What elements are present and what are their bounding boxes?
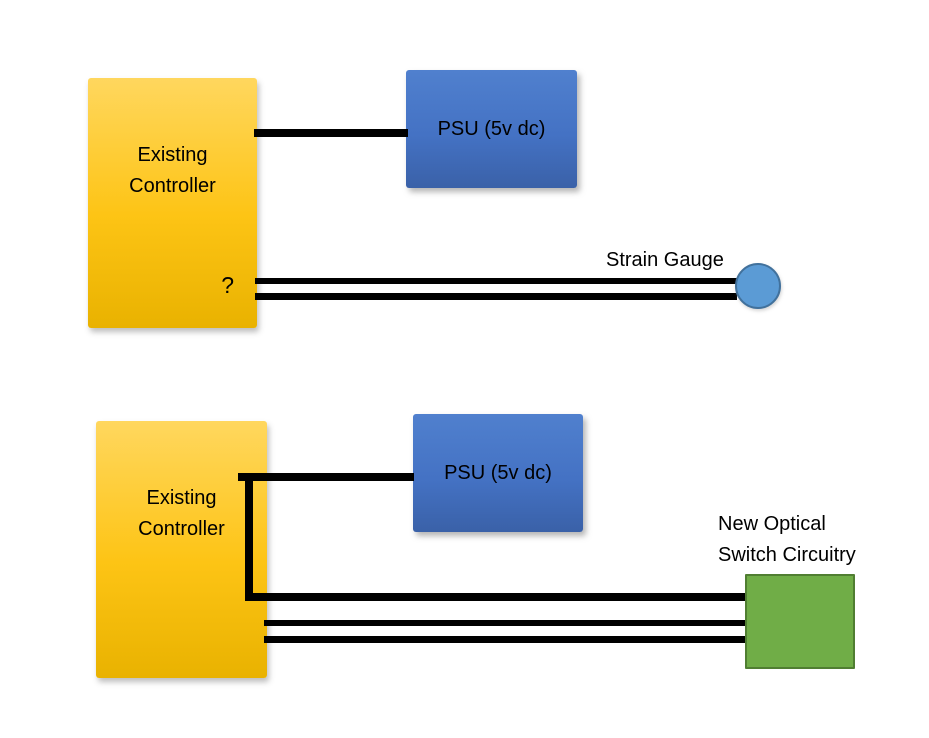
optical-switch-label-line2: Switch Circuitry [718, 544, 856, 566]
wire-controller-to-psu-bottom [238, 473, 414, 481]
psu-label-top: PSU (5v dc) [437, 117, 546, 140]
optical-switch-label-line1: New Optical [718, 513, 826, 535]
controller-label-line2: Controller [129, 175, 216, 197]
optical-switch-box [745, 574, 855, 669]
optical-switch-label: New Optical Switch Circuitry [718, 509, 856, 571]
controller-label-bottom-line1: Existing [146, 487, 217, 509]
wire-strain-gauge-2 [255, 293, 737, 300]
psu-box-bottom: PSU (5v dc) [413, 414, 583, 532]
wire-controller-to-psu-top [254, 129, 408, 137]
strain-gauge-label: Strain Gauge [606, 249, 724, 271]
controller-label-bottom-line2: Controller [138, 518, 225, 540]
controller-label: Existing Controller [88, 140, 257, 202]
wire-optical-thin-2 [264, 636, 746, 643]
wire-strain-gauge-1 [255, 278, 737, 284]
controller-label-line1: Existing [137, 144, 208, 166]
wire-elbow-vertical [245, 473, 253, 601]
psu-box-top: PSU (5v dc) [406, 70, 577, 188]
controller-label-bottom: Existing Controller [96, 483, 267, 545]
existing-controller-box-top: Existing Controller ? [88, 78, 257, 328]
wire-optical-thin-1 [264, 620, 746, 626]
strain-gauge-circle [735, 263, 781, 309]
psu-label-bottom: PSU (5v dc) [444, 461, 552, 484]
existing-controller-box-bottom: Existing Controller [96, 421, 267, 678]
wire-optical-thick [245, 593, 746, 601]
question-mark: ? [221, 272, 234, 298]
